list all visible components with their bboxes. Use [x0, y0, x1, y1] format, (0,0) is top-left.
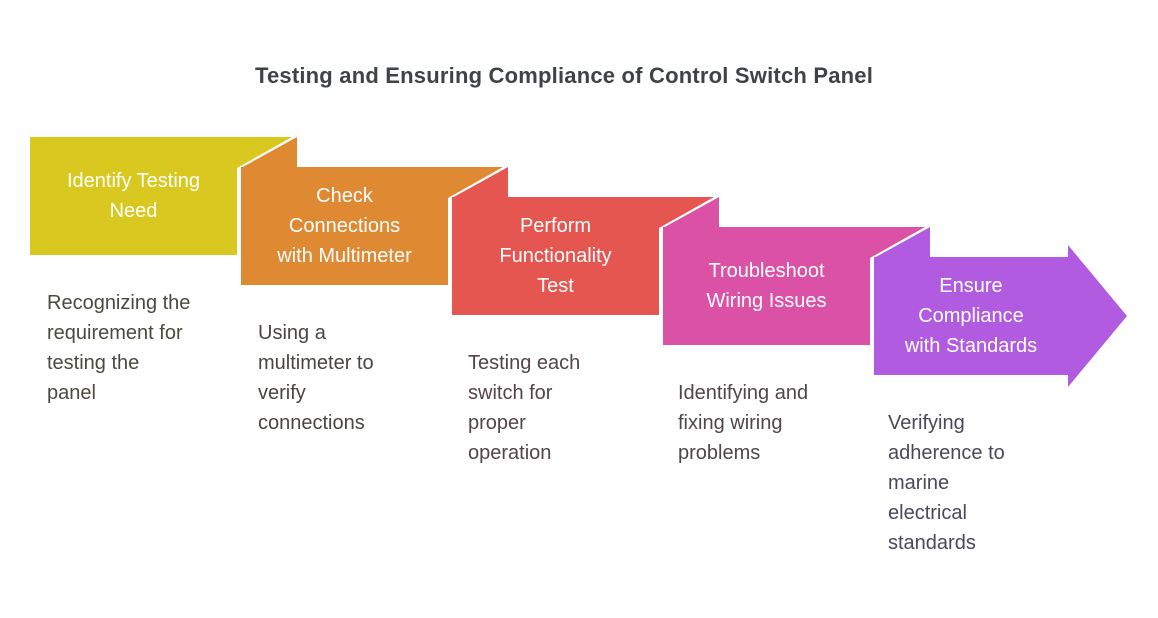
step-label: Check Connections with Multimeter [277, 185, 412, 267]
step-description: Identifying and fixing wiring problems [678, 382, 809, 464]
step-description: Recognizing the requirement for testing … [47, 292, 191, 404]
step-block-ensure-compliance-arrow: Ensure Compliance with Standards [874, 245, 1127, 387]
step-label: Identify Testing Need [66, 170, 201, 222]
step-description: Verifying adherence to marine electrical… [888, 412, 1005, 554]
step-label: Ensure Compliance with Standards [904, 275, 1038, 357]
step-label: Troubleshoot Wiring Issues [706, 260, 827, 312]
step-description: Testing each switch for proper operation [468, 352, 581, 464]
step-description: Using a multimeter to verify connections [258, 322, 374, 434]
step-label: Perform Functionality Test [499, 215, 612, 297]
diagram-title: Testing and Ensuring Compliance of Contr… [254, 63, 874, 88]
